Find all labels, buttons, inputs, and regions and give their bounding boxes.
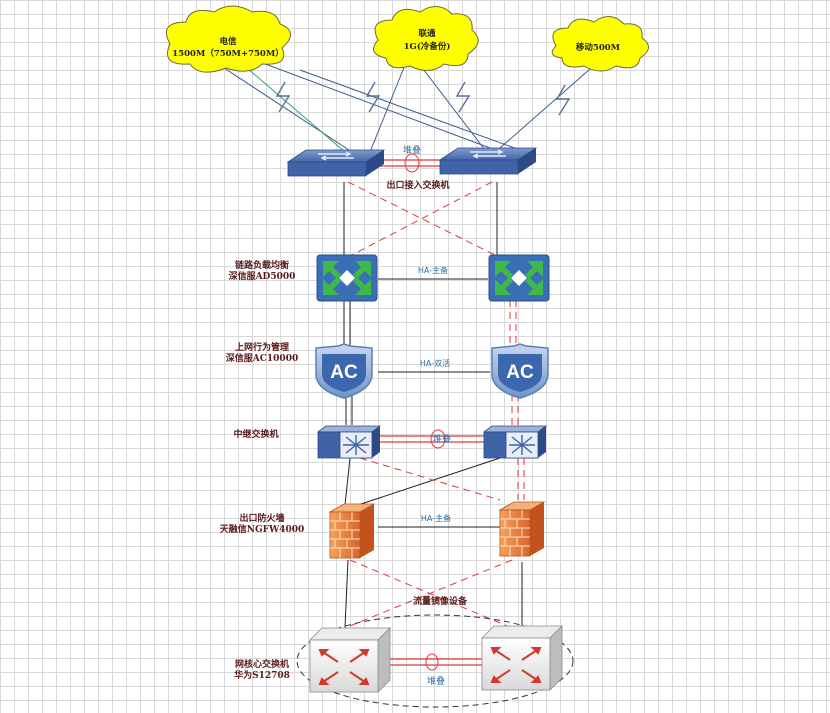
cloud-unicom-bandwidth: 1G(冷备份)	[404, 41, 451, 52]
ac-label-line2: 深信服AC10000	[226, 352, 298, 364]
lightning-bolts	[276, 81, 570, 116]
core-cluster-outline	[296, 614, 574, 708]
ac-label-line1: 上网行为管理	[235, 341, 289, 353]
fw-ha-label: HA-主备	[421, 513, 451, 523]
ac-device-right: AC	[491, 343, 549, 399]
firewall-left	[329, 503, 375, 559]
core-label-line1: 网核心交换机	[235, 658, 289, 670]
cloud-unicom: 联通 1G(冷备份)	[373, 6, 479, 71]
mid-stack-link: 堆叠	[372, 429, 484, 449]
fw-label-line1: 出口防火墙	[239, 512, 284, 524]
cloud-telecom-name: 电信	[219, 36, 237, 47]
top-stack-label: 堆叠	[403, 145, 421, 156]
ac-icon-text-right: AC	[506, 362, 534, 383]
redundant-links	[344, 181, 525, 629]
core-stack-link: 堆叠	[388, 653, 482, 687]
access-switch-label: 出口接入交换机	[386, 179, 449, 191]
ac-ha-label: HA-双活	[420, 358, 450, 368]
lb-label-line1: 链路负载均衡	[235, 259, 289, 271]
access-switch-left	[287, 149, 385, 177]
load-balancer-left	[316, 254, 378, 302]
core-switch-right	[481, 625, 563, 691]
core-stack-label: 堆叠	[427, 676, 445, 687]
lb-ha-label: HA-主备	[418, 265, 448, 275]
firewall-right	[499, 501, 545, 557]
cloud-telecom: 电信 1500M（750M+750M）	[166, 5, 291, 73]
mid-stack-label: 堆叠	[433, 434, 451, 445]
access-switch-right	[439, 147, 537, 175]
ac-icon-text-left: AC	[330, 362, 358, 383]
fw-label-line2: 天融信NGFW4000	[220, 523, 304, 535]
isp-links	[214, 61, 599, 153]
cloud-mobile: 移动500M	[551, 16, 649, 72]
top-stack-link: 堆叠	[380, 145, 444, 173]
traffic-mirror-label: 流量镜像设备	[413, 595, 468, 607]
cloud-unicom-name: 联通	[418, 28, 436, 39]
cloud-telecom-bandwidth: 1500M（750M+750M）	[172, 48, 284, 59]
mid-switch-left	[317, 425, 381, 459]
mid-switch-right	[483, 425, 547, 459]
load-balancer-right	[488, 254, 550, 302]
core-label-line2: 华为S12708	[234, 669, 290, 681]
lb-label-line2: 深信服AD5000	[229, 270, 296, 282]
primary-links	[343, 182, 523, 629]
core-switch-left	[309, 627, 391, 693]
cloud-mobile-name: 移动500M	[576, 42, 621, 53]
ac-device-left: AC	[315, 343, 373, 399]
mid-switch-label: 中继交换机	[233, 428, 278, 440]
